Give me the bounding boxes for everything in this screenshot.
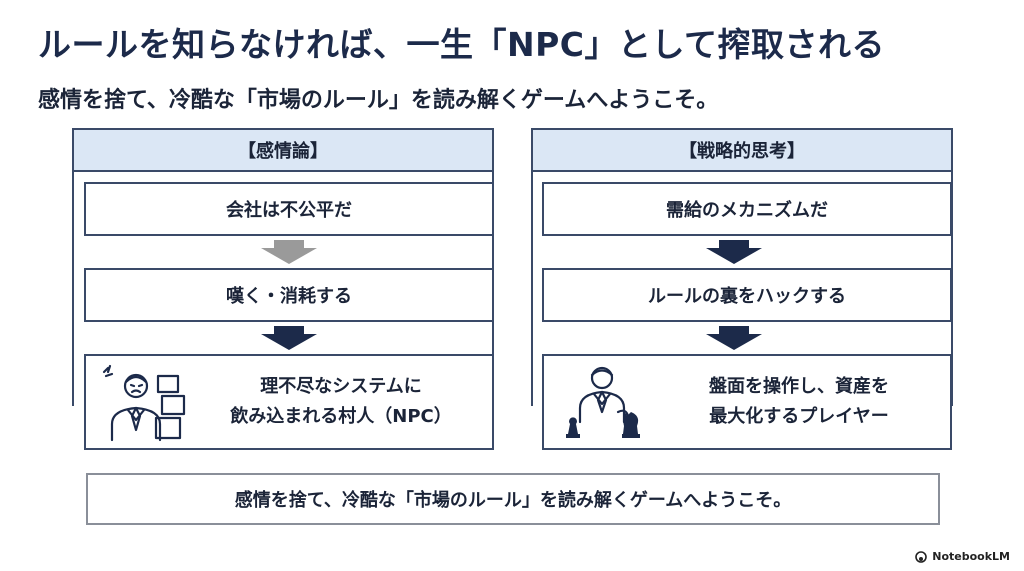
- strategic-step-3-line-2: 最大化するプレイヤー: [709, 406, 889, 427]
- emotional-step-3-line-2: 飲み込まれる村人（NPC）: [230, 406, 452, 427]
- gray-down-arrow-icon: [261, 240, 317, 264]
- emotional-step-2-label: 嘆く・消耗する: [226, 286, 352, 307]
- strategic-step-1-label: 需給のメカニズムだ: [666, 200, 828, 221]
- emotional-step-3: 理不尽なシステムに 飲み込まれる村人（NPC）: [84, 354, 494, 450]
- strategic-step-3-text: 盤面を操作し、資産を 最大化するプレイヤー: [648, 372, 950, 432]
- strategic-step-2: ルールの裏をハックする: [542, 268, 952, 322]
- bottom-message: 感情を捨て、冷酷な「市場のルール」を読み解くゲームへようこそ。: [234, 490, 792, 511]
- navy-down-arrow-icon: [706, 240, 762, 264]
- emotional-step-3-text: 理不尽なシステムに 飲み込まれる村人（NPC）: [190, 372, 492, 432]
- strategic-step-3: 盤面を操作し、資産を 最大化するプレイヤー: [542, 354, 952, 450]
- strategic-column-header: 【戦略的思考】: [533, 130, 951, 172]
- strategic-step-1: 需給のメカニズムだ: [542, 182, 952, 236]
- emotional-step-2: 嘆く・消耗する: [84, 268, 494, 322]
- navy-down-arrow-icon: [261, 326, 317, 350]
- frustrated-villager-icon: [102, 364, 186, 442]
- bottom-message-box: 感情を捨て、冷酷な「市場のルール」を読み解くゲームへようこそ。: [86, 473, 940, 525]
- emotional-step-1: 会社は不公平だ: [84, 182, 494, 236]
- strategic-step-3-line-1: 盤面を操作し、資産を: [709, 376, 889, 397]
- page-title: ルールを知らなければ、一生「NPC」として搾取される: [38, 25, 886, 64]
- notebooklm-branding: NotebookLM: [915, 550, 1010, 563]
- emotional-step-3-line-1: 理不尽なシステムに: [260, 376, 422, 397]
- emotional-step-1-label: 会社は不公平だ: [226, 200, 352, 221]
- branding-label: NotebookLM: [932, 550, 1010, 563]
- strategic-step-2-label: ルールの裏をハックする: [648, 286, 846, 307]
- notebooklm-logo-icon: [915, 550, 928, 563]
- emotional-column-header: 【感情論】: [74, 130, 492, 172]
- page-subtitle: 感情を捨て、冷酷な「市場のルール」を読み解くゲームへようこそ。: [38, 88, 719, 113]
- navy-down-arrow-icon: [706, 326, 762, 350]
- chess-player-icon: [566, 366, 640, 438]
